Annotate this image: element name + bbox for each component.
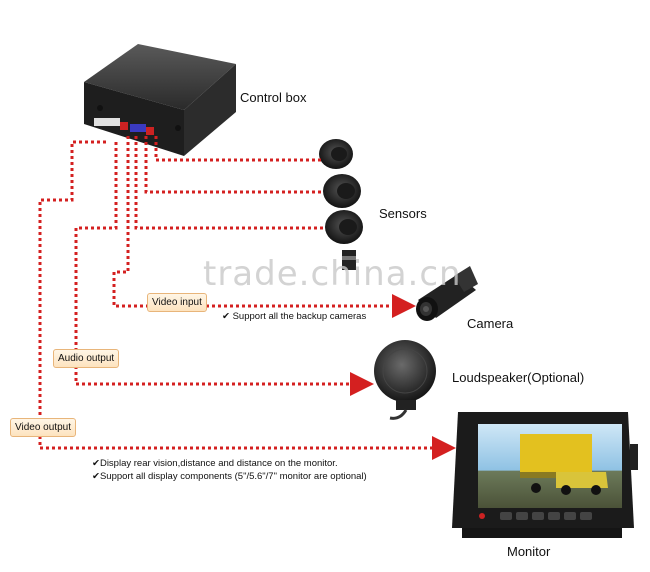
connection-lines bbox=[38, 136, 456, 460]
camera-support-note: ✔ Support all the backup cameras bbox=[222, 311, 367, 322]
control-box-image bbox=[84, 44, 236, 156]
control-box-label: Control box bbox=[240, 90, 307, 105]
sensors-image bbox=[319, 139, 363, 270]
monitor-note-line1: ✔Display rear vision,distance and distan… bbox=[92, 458, 338, 469]
camera-label: Camera bbox=[467, 316, 514, 331]
sensors-label: Sensors bbox=[379, 206, 427, 221]
monitor-label: Monitor bbox=[507, 544, 551, 559]
monitor-image bbox=[452, 412, 638, 538]
video-input-tag: Video input bbox=[147, 293, 207, 312]
loudspeaker-image bbox=[374, 340, 436, 420]
camera-image bbox=[416, 266, 478, 321]
loudspeaker-label: Loudspeaker(Optional) bbox=[452, 370, 585, 385]
monitor-note-line2: ✔Support all display components (5"/5.6"… bbox=[92, 471, 367, 482]
audio-output-tag: Audio output bbox=[53, 349, 120, 368]
video-output-tag: Video output bbox=[10, 418, 76, 437]
watermark-text: trade.china.cn bbox=[203, 254, 462, 294]
